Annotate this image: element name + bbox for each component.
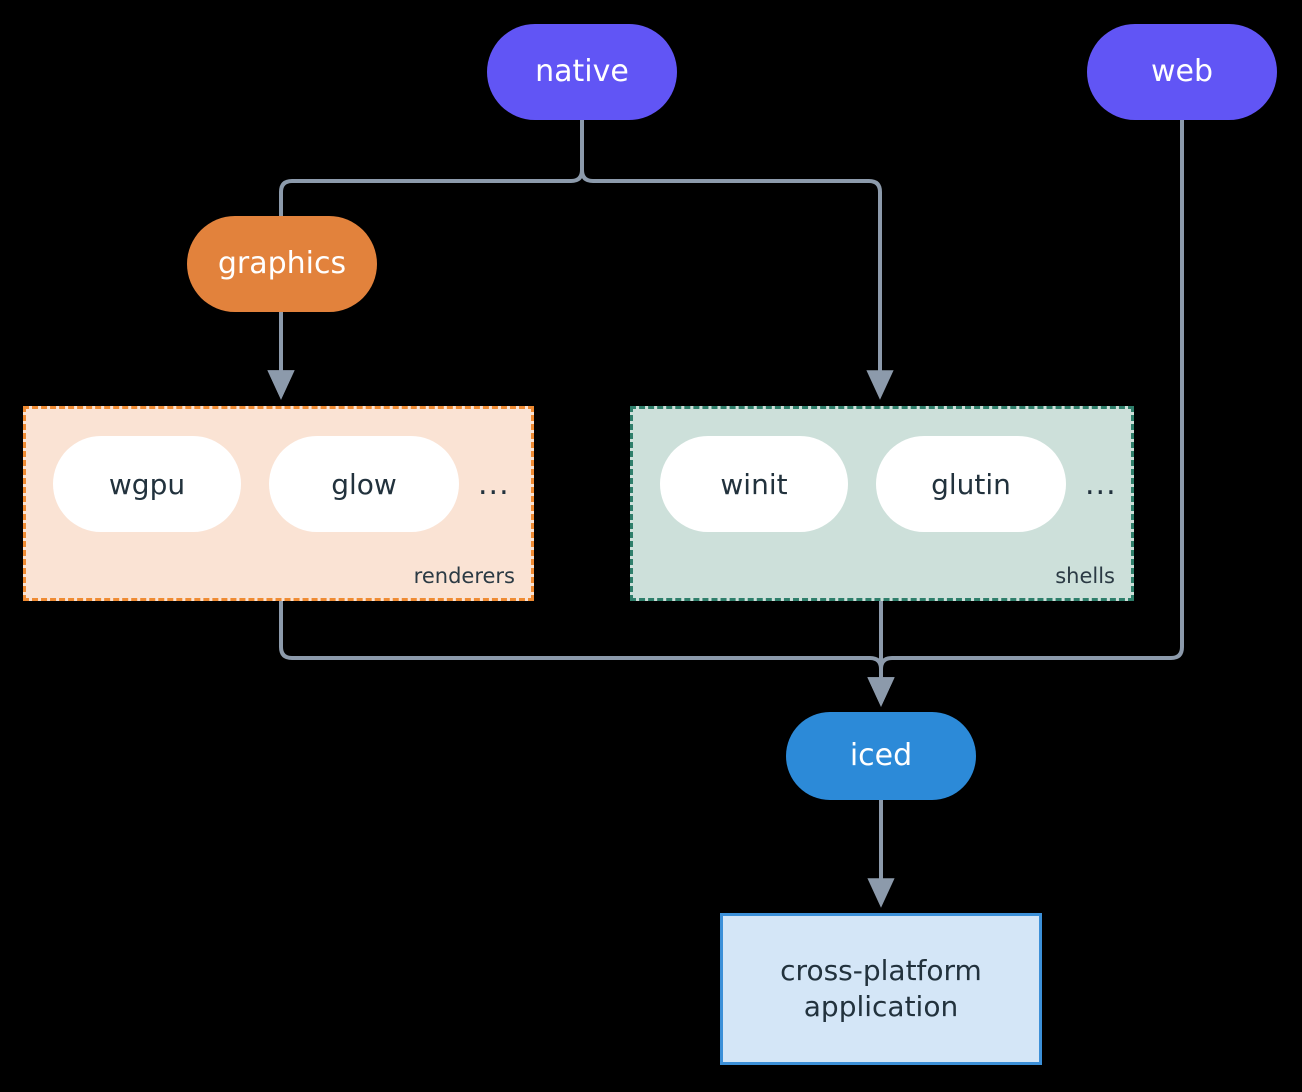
node-native[interactable]: native: [487, 24, 677, 120]
renderers-more-ellipsis: ...: [478, 467, 510, 502]
chip-winit-label: winit: [720, 467, 788, 501]
chip-winit[interactable]: winit: [660, 436, 848, 532]
chip-glutin[interactable]: glutin: [876, 436, 1066, 532]
group-shells-label: shells: [1055, 564, 1115, 588]
node-application-label-line2: application: [803, 990, 959, 1023]
group-renderers[interactable]: wgpu glow ... renderers: [23, 406, 534, 601]
node-graphics-label: graphics: [217, 245, 347, 281]
shells-more-ellipsis: ...: [1085, 467, 1117, 502]
node-iced-label: iced: [849, 737, 913, 773]
chip-glow-label: glow: [331, 467, 397, 501]
node-application[interactable]: cross-platform application: [720, 913, 1042, 1065]
chip-glutin-label: glutin: [931, 467, 1011, 501]
node-native-label: native: [535, 53, 629, 89]
node-web[interactable]: web: [1087, 24, 1277, 120]
group-renderers-label: renderers: [413, 564, 515, 588]
edge-renderers-to-iced: [279, 601, 895, 707]
chip-wgpu[interactable]: wgpu: [53, 436, 241, 532]
chip-wgpu-label: wgpu: [108, 467, 186, 501]
chip-glow[interactable]: glow: [269, 436, 459, 532]
edge-native-to-shells: [580, 120, 894, 400]
node-web-label: web: [1150, 53, 1214, 89]
node-graphics[interactable]: graphics: [187, 216, 377, 312]
node-iced[interactable]: iced: [786, 712, 976, 800]
group-shells[interactable]: winit glutin ... shells: [630, 406, 1134, 601]
node-application-label-line1: cross-platform: [780, 954, 982, 988]
